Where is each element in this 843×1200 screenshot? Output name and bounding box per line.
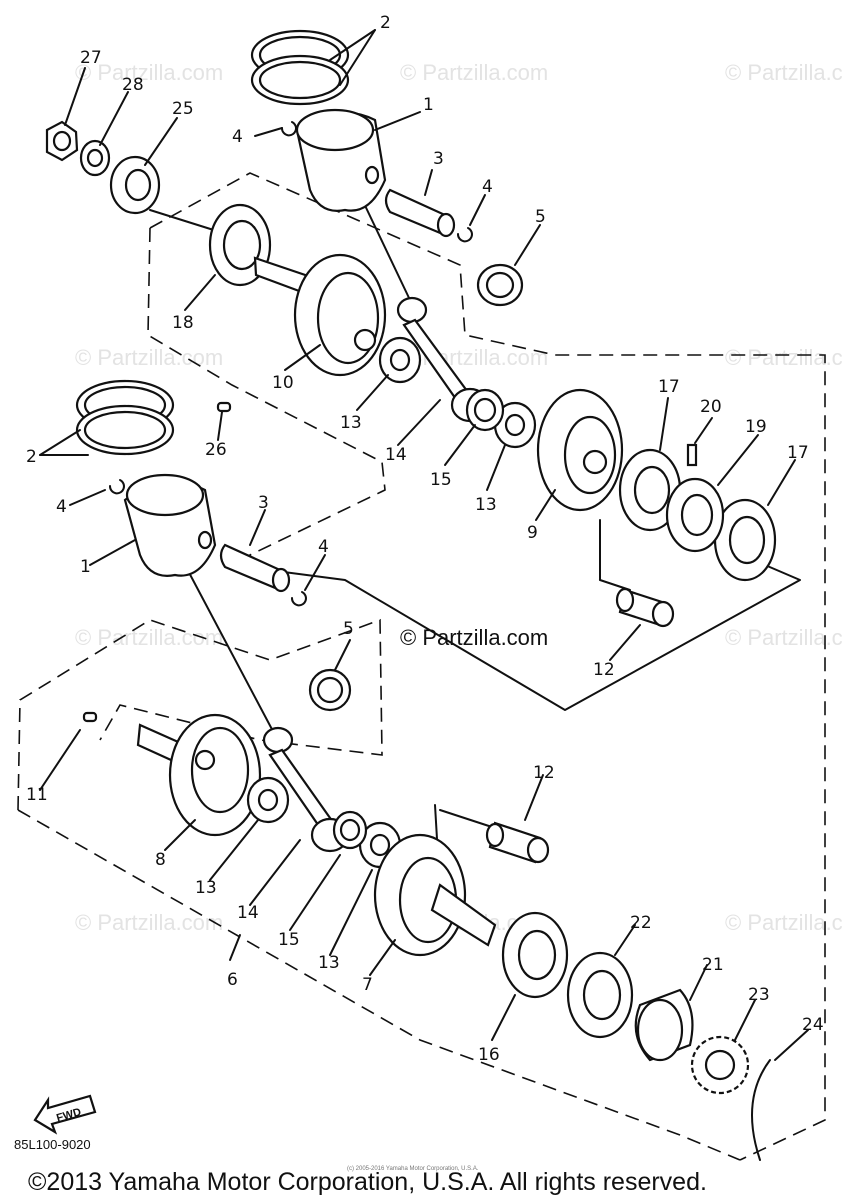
washer-28 (79, 139, 111, 177)
piston-rings-upper-2 (250, 29, 350, 106)
callout-22: 22 (630, 913, 652, 933)
needle-bearing-upper-5 (476, 263, 524, 307)
callout-25: 25 (172, 99, 194, 119)
copyright-notice: ©2013 Yamaha Motor Corporation, U.S.A. A… (28, 1168, 707, 1196)
callout-27: 27 (80, 48, 102, 68)
bearing-upper-15 (465, 388, 505, 432)
callout-5: 5 (343, 619, 354, 639)
oil-seal-22 (566, 951, 634, 1039)
gear-23 (690, 1035, 750, 1095)
pin-20 (686, 443, 698, 467)
callout-6: 6 (227, 970, 238, 990)
crank-9 (536, 388, 624, 512)
diagram-code: 85L100-9020 (14, 1137, 91, 1152)
watermark: © Partzilla.com (725, 345, 843, 370)
callout-1: 1 (423, 95, 434, 115)
circlip-4 (280, 121, 473, 243)
fwd-arrow-icon: FWD (33, 1094, 97, 1135)
piston-upper-1 (295, 108, 387, 212)
callout-16: 16 (478, 1045, 500, 1065)
watermark: © Partzilla.com (75, 345, 223, 370)
callout-28: 28 (122, 75, 144, 95)
callout-17: 17 (787, 443, 809, 463)
callout-4: 4 (482, 177, 493, 197)
crank-pin-lower-12 (485, 821, 550, 864)
callout-21: 21 (702, 955, 724, 975)
callout-13: 13 (475, 495, 497, 515)
callout-leaders (39, 29, 809, 1061)
piston-pin-upper-3 (384, 188, 456, 238)
callout-4: 4 (232, 127, 243, 147)
key-26 (216, 401, 232, 413)
callout-13: 13 (340, 413, 362, 433)
callout-15: 15 (430, 470, 452, 490)
callout-12: 12 (533, 763, 555, 783)
callout-11: 11 (26, 785, 48, 805)
callout-20: 20 (700, 397, 722, 417)
nut-27 (45, 120, 79, 162)
labyrinth-seal-19 (665, 477, 725, 553)
watermark-main: © Partzilla.com (400, 625, 548, 650)
watermark: © Partzilla.com (725, 625, 843, 650)
bearing-17 (618, 448, 777, 582)
piston-pin-lower-3 (219, 543, 291, 593)
watermark: © Partzilla.com (725, 60, 843, 85)
tiny-credit: (c) 2005-2016 Yamaha Motor Corporation, … (347, 1166, 479, 1172)
callout-2: 2 (26, 447, 37, 467)
callout-19: 19 (745, 417, 767, 437)
circlip-24 (751, 1059, 771, 1161)
callout-3: 3 (433, 149, 444, 169)
bearing-lower-15 (332, 810, 368, 850)
callout-10: 10 (272, 373, 294, 393)
callout-12: 12 (593, 660, 615, 680)
crank-shaft-upper-10 (253, 253, 387, 377)
needle-bearing-lower-5 (308, 668, 352, 712)
crank-pin-upper-12 (615, 587, 675, 628)
callout-8: 8 (155, 850, 166, 870)
callout-4: 4 (56, 497, 67, 517)
callout-18: 18 (172, 313, 194, 333)
callout-4: 4 (318, 537, 329, 557)
callout-7: 7 (362, 975, 373, 995)
callout-17: 17 (658, 377, 680, 397)
callout-numbers: 27 28 25 2 1 4 3 4 5 18 10 26 13 14 15 1… (26, 13, 824, 1065)
callout-23: 23 (748, 985, 770, 1005)
callout-3: 3 (258, 493, 269, 513)
crank-7 (373, 833, 497, 957)
crank-shaft-lower-8 (136, 713, 262, 837)
callout-24: 24 (802, 1015, 824, 1035)
watermark: © Partzilla.com (725, 910, 843, 935)
bearing-16 (501, 911, 569, 999)
callout-15: 15 (278, 930, 300, 950)
assembly-outline-lower (17, 618, 741, 1161)
circlip-lower-4 (108, 479, 307, 607)
callout-13: 13 (195, 878, 217, 898)
key-11 (82, 711, 98, 723)
callout-14: 14 (237, 903, 259, 923)
watermark: © Partzilla.com (75, 910, 223, 935)
piston-rings-lower-2 (75, 379, 175, 456)
callout-9: 9 (527, 523, 538, 543)
callout-26: 26 (205, 440, 227, 460)
callout-2: 2 (380, 13, 391, 33)
collar-21 (634, 988, 694, 1062)
washer-upper-13 (378, 336, 537, 449)
assembly-outline-upper (147, 172, 826, 1161)
callout-13: 13 (318, 953, 340, 973)
piston-lower-1 (123, 473, 217, 577)
callout-5: 5 (535, 207, 546, 227)
watermark: © Partzilla.com (75, 625, 223, 650)
watermark: © Partzilla.com (400, 60, 548, 85)
callout-14: 14 (385, 445, 407, 465)
oil-seal-25 (109, 155, 161, 215)
watermark: © Partzilla.com (75, 60, 223, 85)
callout-1: 1 (80, 557, 91, 577)
